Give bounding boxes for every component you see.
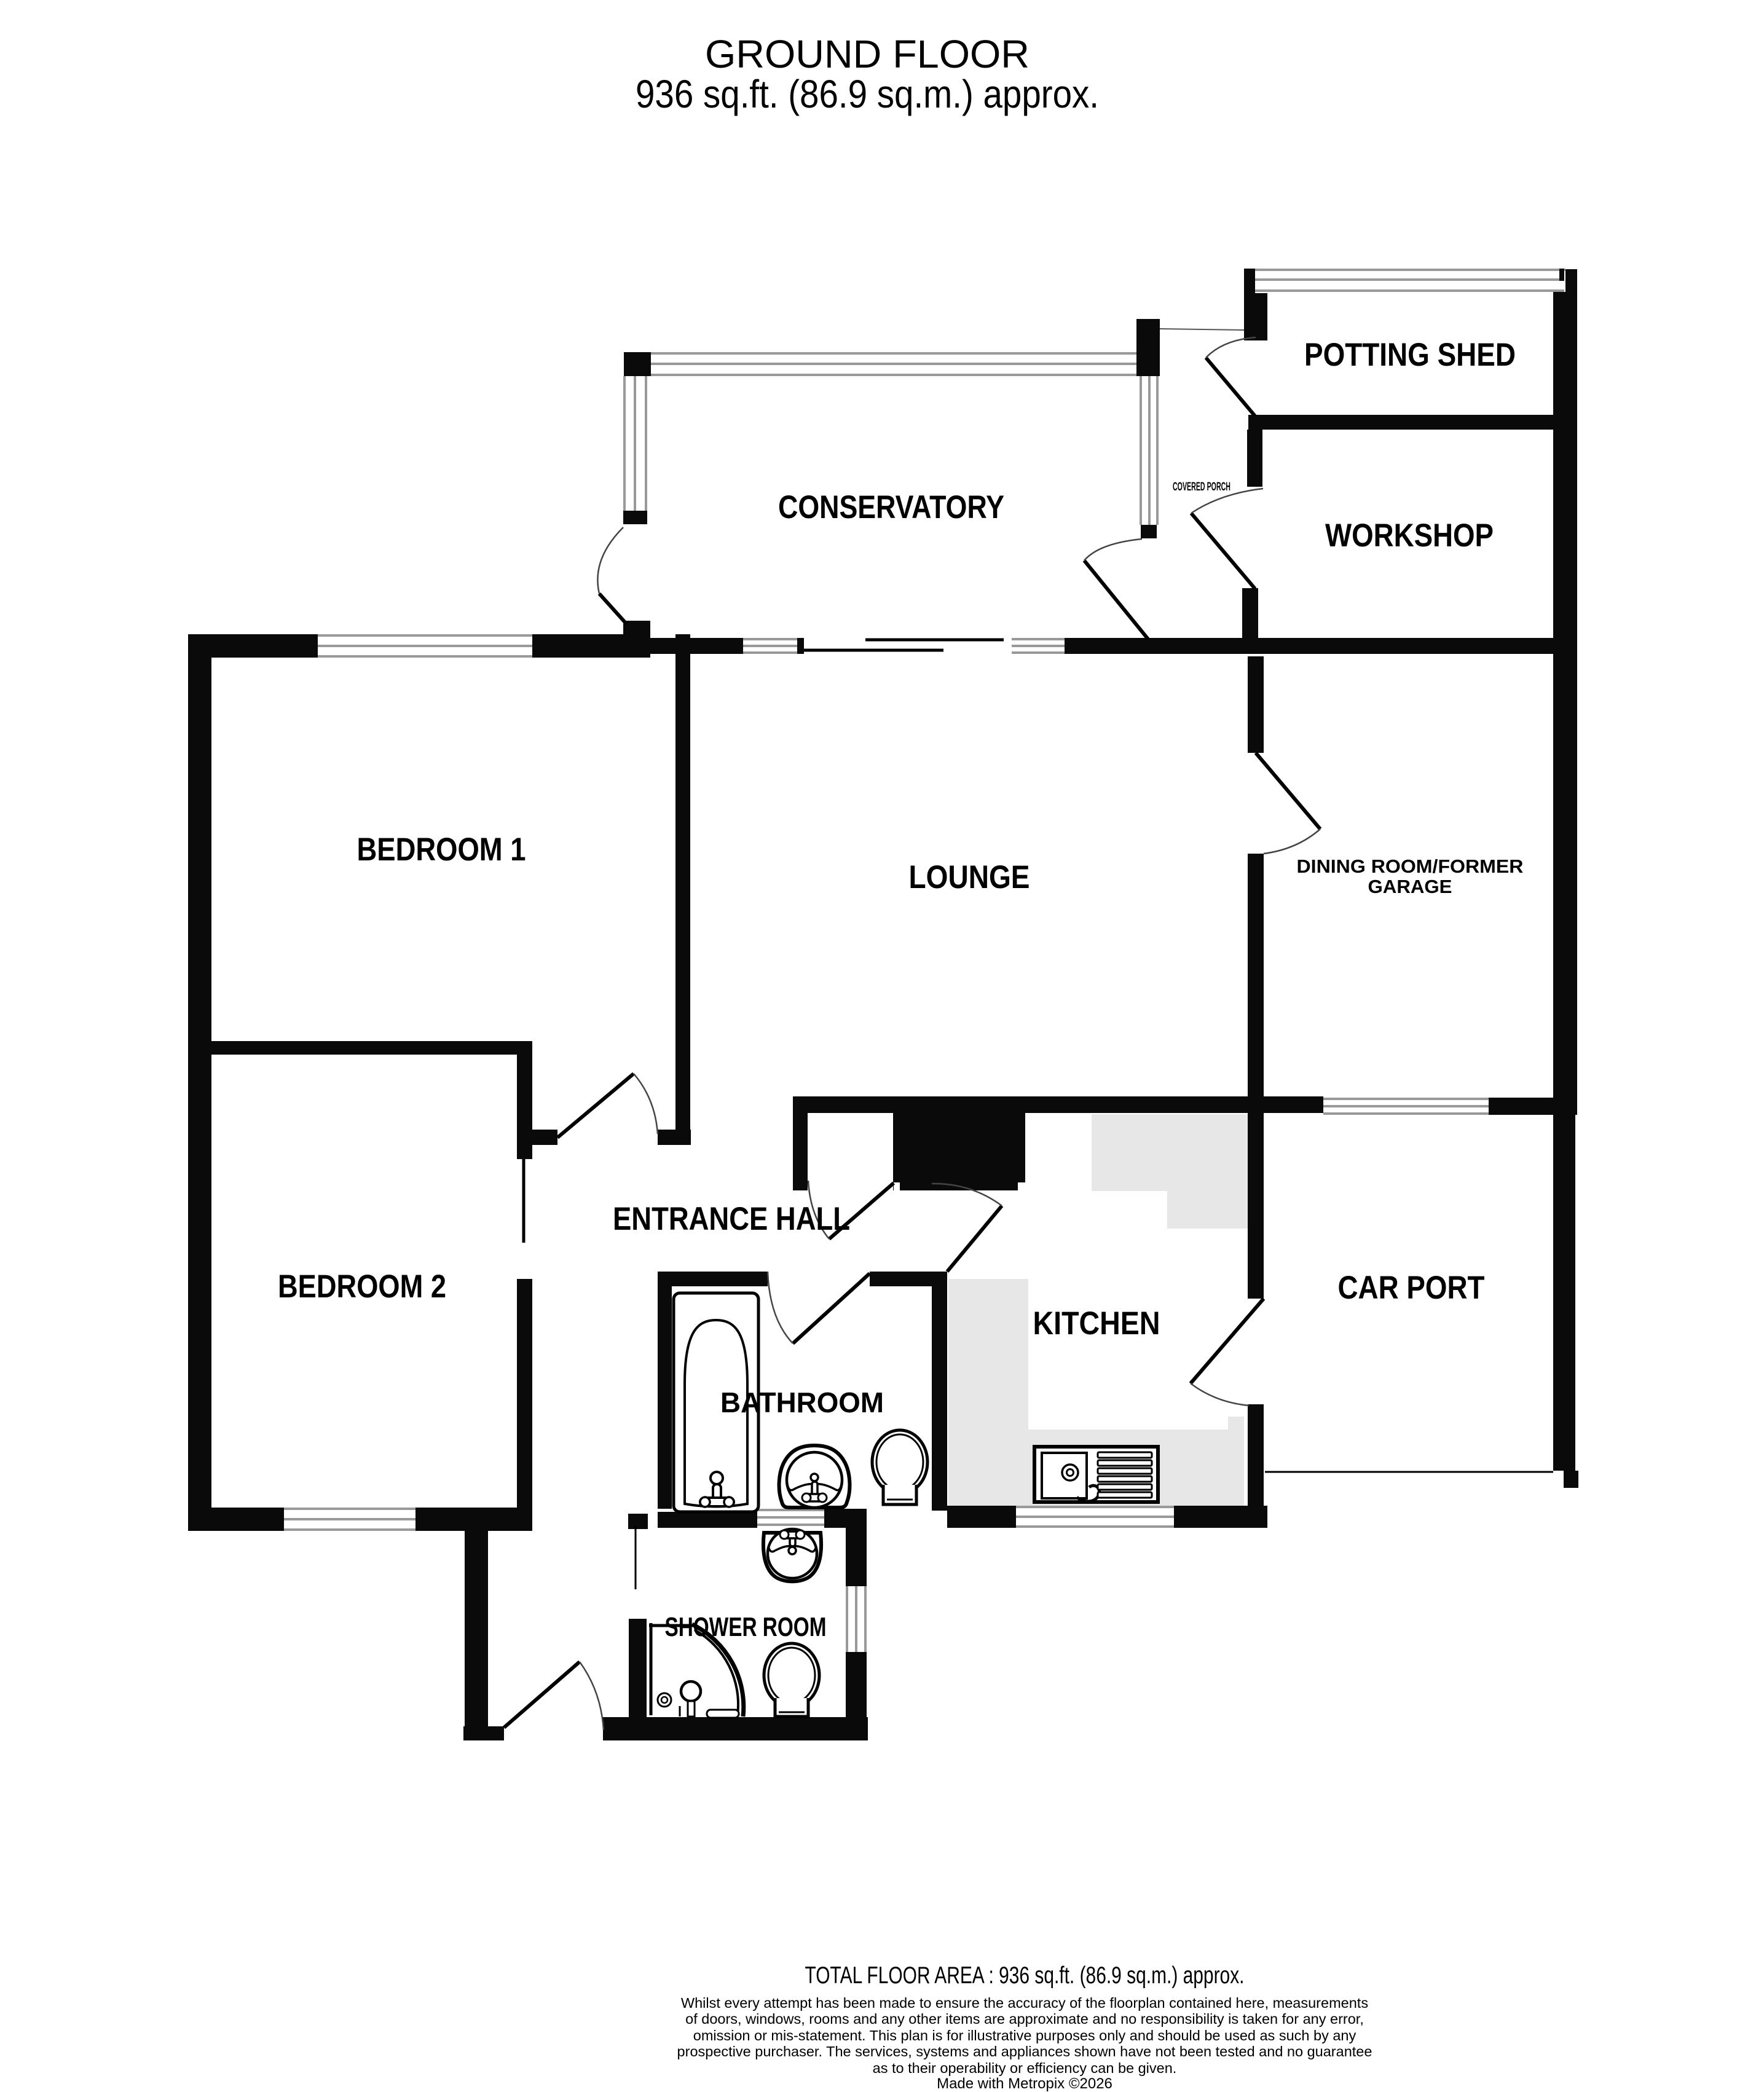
svg-text:as to their operability or eff: as to their operability or efficiency ca… xyxy=(873,2060,1177,2076)
svg-text:GARAGE: GARAGE xyxy=(1368,876,1452,897)
svg-text:POTTING SHED: POTTING SHED xyxy=(1304,337,1516,373)
svg-text:TOTAL FLOOR AREA : 936 sq.ft.: TOTAL FLOOR AREA : 936 sq.ft. (86.9 sq.m… xyxy=(805,1962,1245,1989)
svg-text:LOUNGE: LOUNGE xyxy=(909,859,1030,895)
svg-text:KITCHEN: KITCHEN xyxy=(1033,1305,1160,1342)
svg-text:COVERED PORCH: COVERED PORCH xyxy=(1173,480,1230,494)
svg-text:BEDROOM 2: BEDROOM 2 xyxy=(278,1268,446,1305)
svg-text:CAR PORT: CAR PORT xyxy=(1338,1270,1485,1306)
svg-text:prospective purchaser. The ser: prospective purchaser. The services, sys… xyxy=(677,2043,1372,2059)
svg-text:Whilst every attempt has been: Whilst every attempt has been made to en… xyxy=(681,1995,1368,2011)
svg-text:936 sq.ft. (86.9 sq.m.) approx: 936 sq.ft. (86.9 sq.m.) approx. xyxy=(636,72,1099,116)
svg-text:ENTRANCE HALL: ENTRANCE HALL xyxy=(613,1201,850,1237)
svg-text:GROUND FLOOR: GROUND FLOOR xyxy=(705,32,1030,76)
svg-text:WORKSHOP: WORKSHOP xyxy=(1325,517,1494,554)
svg-text:Made with Metropix ©2026: Made with Metropix ©2026 xyxy=(937,2075,1112,2092)
svg-text:SHOWER ROOM: SHOWER ROOM xyxy=(665,1612,827,1642)
svg-text:DINING ROOM/FORMER: DINING ROOM/FORMER xyxy=(1297,855,1524,877)
svg-text:of doors, windows, rooms and a: of doors, windows, rooms and any other i… xyxy=(685,2011,1364,2027)
svg-text:CONSERVATORY: CONSERVATORY xyxy=(778,489,1004,525)
svg-text:BATHROOM: BATHROOM xyxy=(720,1386,884,1418)
svg-text:omission or mis-statement. Thi: omission or mis-statement. This plan is … xyxy=(693,2027,1356,2043)
svg-text:BEDROOM 1: BEDROOM 1 xyxy=(357,832,526,868)
